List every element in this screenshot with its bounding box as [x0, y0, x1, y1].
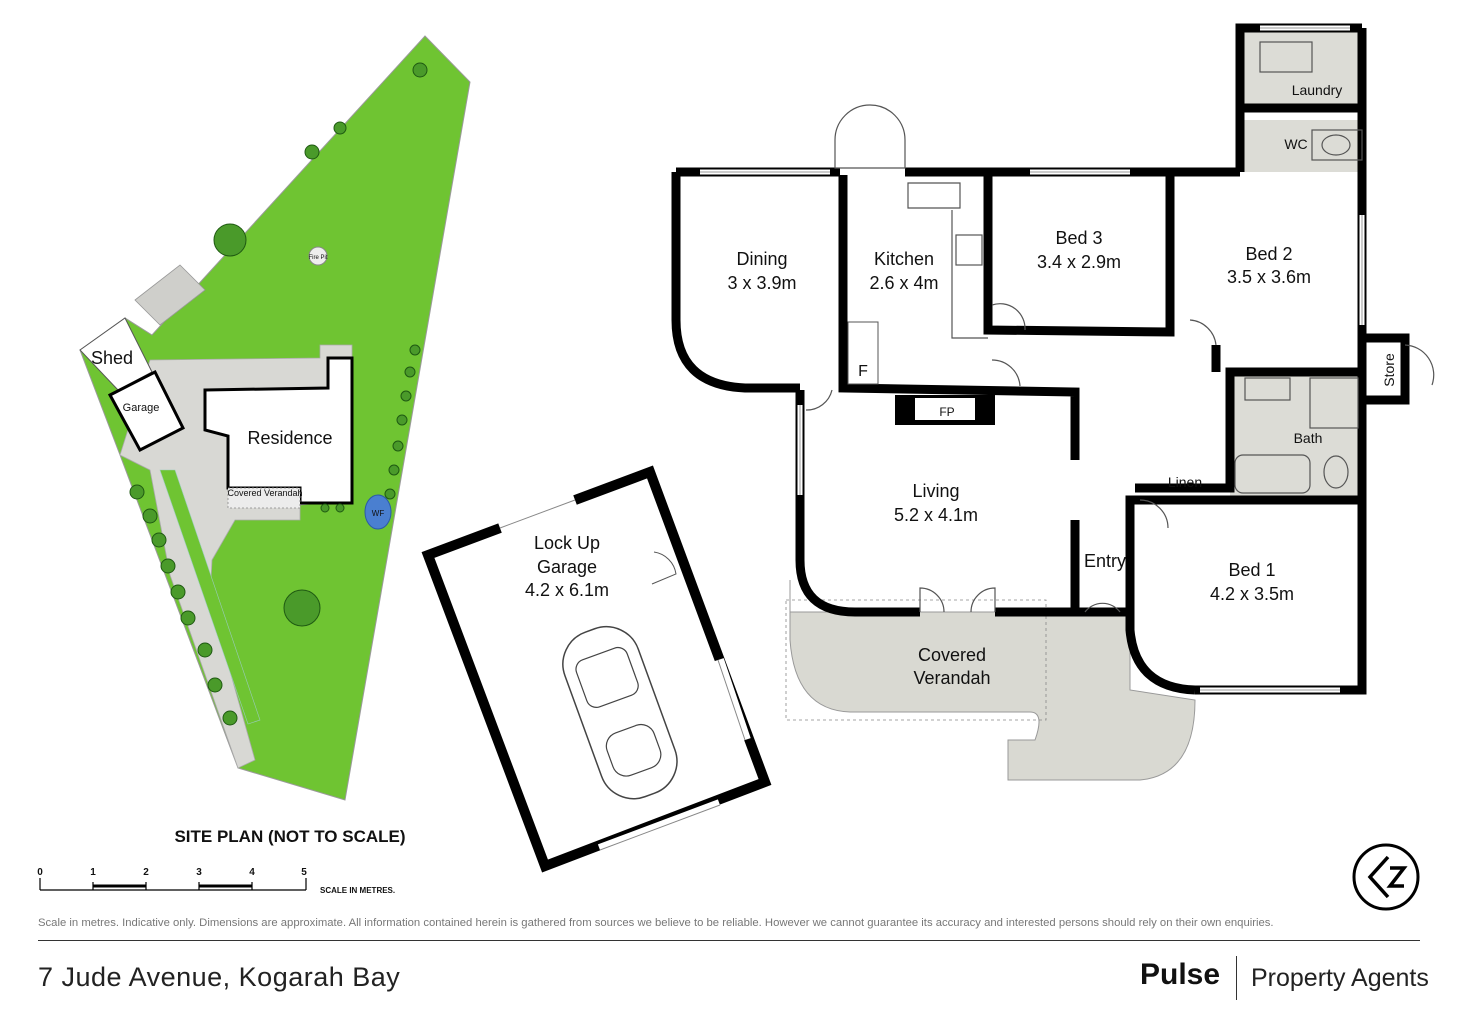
scale-tick-label: 1: [90, 867, 96, 878]
laundry-area: [1244, 28, 1364, 106]
scale-caption: SCALE IN METRES.: [320, 886, 395, 895]
kitchen-label: Kitchen: [874, 249, 934, 269]
garage-label-line1: Lock Up: [534, 533, 600, 553]
living-size: 5.2 x 4.1m: [894, 505, 978, 525]
garage-size: 4.2 x 6.1m: [525, 580, 609, 600]
site-verandah-label: Covered Verandah: [227, 488, 302, 498]
linen-label: Linen: [1168, 474, 1202, 490]
site-garage-label: Garage: [123, 402, 160, 414]
wc-label: WC: [1284, 136, 1307, 152]
scale-tick-label: 3: [196, 867, 202, 878]
scale-tick-label: 0: [37, 867, 43, 878]
site-residence-label: Residence: [247, 428, 332, 448]
site-wf-label: WF: [372, 509, 385, 518]
dining-label: Dining: [736, 249, 787, 269]
bed2-label: Bed 2: [1245, 244, 1292, 264]
site-fire-pit-label: Fire Pit: [308, 255, 327, 261]
dining-size: 3 x 3.9m: [727, 273, 796, 293]
fridge: [847, 321, 879, 385]
floor-plan: FP F: [671, 23, 1435, 781]
scale-tick-label: 4: [249, 867, 255, 878]
site-plan: Shed Garage Residence Covered Verandah F…: [37, 35, 471, 895]
living-label: Living: [912, 481, 959, 501]
footer-divider: [38, 940, 1420, 941]
site-plan-title: SITE PLAN (NOT TO SCALE): [174, 827, 405, 846]
verandah-label-line2: Verandah: [913, 668, 990, 688]
brand-logo: Pulse: [1140, 958, 1221, 991]
site-shed-label: Shed: [91, 348, 133, 368]
fireplace-label: FP: [939, 405, 954, 419]
tree-icon: [129, 62, 428, 726]
disclaimer-text: Scale in metres. Indicative only. Dimens…: [38, 917, 1274, 929]
brand-subtitle: Property Agents: [1251, 964, 1429, 992]
bed3-label: Bed 3: [1055, 228, 1102, 248]
laundry-label: Laundry: [1292, 82, 1343, 98]
fridge-label: F: [858, 363, 868, 380]
site-slab: [134, 264, 206, 326]
bath-area: [1230, 372, 1362, 498]
property-address: 7 Jude Avenue, Kogarah Bay: [38, 962, 401, 992]
verandah-label-line1: Covered: [918, 645, 986, 665]
store-label: Store: [1381, 353, 1397, 387]
bed1-size: 4.2 x 3.5m: [1210, 584, 1294, 604]
garage-label-line2: Garage: [537, 557, 597, 577]
north-arrow-icon: [1352, 843, 1420, 911]
kitchen-size: 2.6 x 4m: [869, 273, 938, 293]
site-water-feature: [364, 494, 392, 530]
site-fire-pit: [308, 246, 328, 266]
bed1-label: Bed 1: [1228, 560, 1275, 580]
scale-tick-label: 2: [143, 867, 149, 878]
brand-divider: [1236, 956, 1237, 1000]
site-driveway-strip: [159, 469, 261, 725]
car-icon: [562, 625, 678, 800]
wc-area: [1244, 120, 1364, 172]
lock-up-garage: Lock Up Garage 4.2 x 6.1m: [421, 465, 772, 873]
verandah-area: [789, 580, 1196, 781]
bed2-size: 3.5 x 3.6m: [1227, 267, 1311, 287]
scale-bar: 0 1 2 3 4 5 SCALE IN METRES.: [37, 867, 395, 895]
scale-tick-label: 5: [301, 867, 307, 878]
site-verandah-outline: [227, 487, 301, 509]
site-garage: [107, 369, 186, 453]
bath-label: Bath: [1294, 430, 1323, 446]
bed3-size: 3.4 x 2.9m: [1037, 252, 1121, 272]
entry-label: Entry: [1084, 551, 1126, 571]
